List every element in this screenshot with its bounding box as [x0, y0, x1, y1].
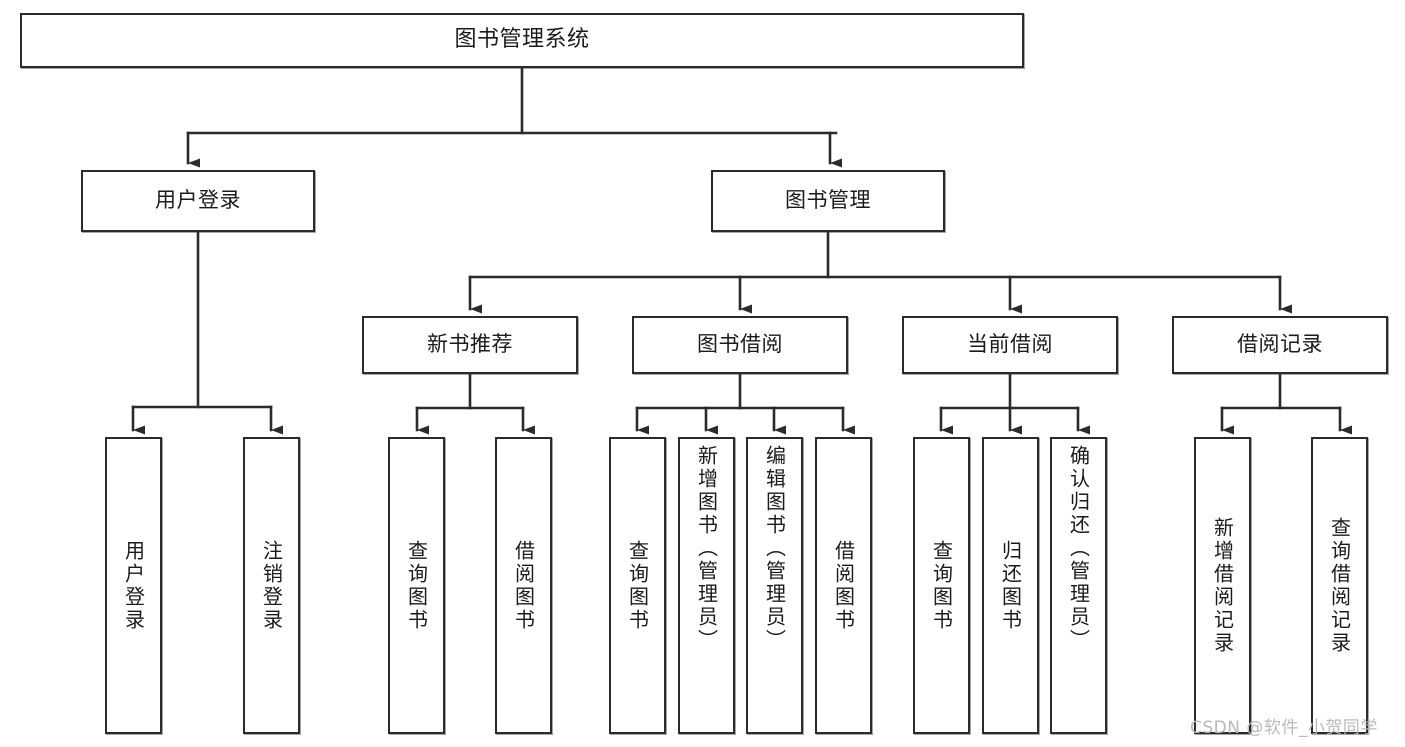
node-current-borrow[interactable]: 当前借阅	[902, 316, 1118, 374]
leaf-return-book-label: 归还图书	[998, 539, 1023, 632]
leaf-query-book-1-label: 查询图书	[404, 539, 429, 632]
leaf-return-book[interactable]: 归还图书	[982, 437, 1039, 734]
leaf-query-book-2-label: 查询图书	[625, 539, 650, 632]
node-book-management-label: 图书管理	[785, 188, 871, 213]
node-root-system-label: 图书管理系统	[454, 27, 590, 53]
node-current-borrow-label: 当前借阅	[967, 332, 1053, 357]
leaf-query-book-1[interactable]: 查询图书	[388, 437, 445, 734]
leaf-borrow-book-1[interactable]: 借阅图书	[495, 437, 552, 734]
leaf-query-book-3[interactable]: 查询图书	[913, 437, 970, 734]
node-new-book-recommend[interactable]: 新书推荐	[362, 316, 578, 374]
leaf-query-record[interactable]: 查询借阅记录	[1311, 437, 1368, 734]
leaf-add-book-label: 新增图书（管理员）	[694, 445, 719, 652]
csdn-watermark: CSDN @软件_小贺同学	[1190, 718, 1378, 738]
leaf-add-record[interactable]: 新增借阅记录	[1194, 437, 1251, 734]
tree-connectors	[131, 66, 1352, 435]
leaf-query-book-2[interactable]: 查询图书	[609, 437, 666, 734]
node-new-book-recommend-label: 新书推荐	[427, 332, 513, 357]
leaf-user-logout[interactable]: 注销登录	[243, 437, 300, 734]
node-book-management[interactable]: 图书管理	[711, 170, 945, 232]
leaf-borrow-book-2-label: 借阅图书	[831, 539, 856, 632]
node-book-borrow-label: 图书借阅	[697, 332, 783, 357]
node-user-login[interactable]: 用户登录	[81, 170, 315, 232]
leaf-edit-book[interactable]: 编辑图书（管理员）	[746, 437, 803, 734]
leaf-user-logout-label: 注销登录	[259, 539, 284, 632]
leaf-query-book-3-label: 查询图书	[929, 539, 954, 632]
node-borrow-record[interactable]: 借阅记录	[1172, 316, 1388, 374]
node-borrow-record-label: 借阅记录	[1237, 332, 1323, 357]
leaf-confirm-return[interactable]: 确认归还（管理员）	[1050, 437, 1107, 734]
node-book-borrow[interactable]: 图书借阅	[632, 316, 848, 374]
leaf-borrow-book-1-label: 借阅图书	[511, 539, 536, 632]
leaf-query-record-label: 查询借阅记录	[1327, 516, 1352, 655]
leaf-user-login-label: 用户登录	[121, 539, 146, 632]
leaf-user-login[interactable]: 用户登录	[105, 437, 162, 734]
node-user-login-label: 用户登录	[155, 188, 241, 213]
leaf-add-book[interactable]: 新增图书（管理员）	[678, 437, 735, 734]
node-root-system[interactable]: 图书管理系统	[20, 13, 1024, 68]
leaf-confirm-return-label: 确认归还（管理员）	[1066, 445, 1091, 652]
leaf-edit-book-label: 编辑图书（管理员）	[762, 445, 787, 652]
leaf-add-record-label: 新增借阅记录	[1210, 516, 1235, 655]
leaf-borrow-book-2[interactable]: 借阅图书	[815, 437, 872, 734]
